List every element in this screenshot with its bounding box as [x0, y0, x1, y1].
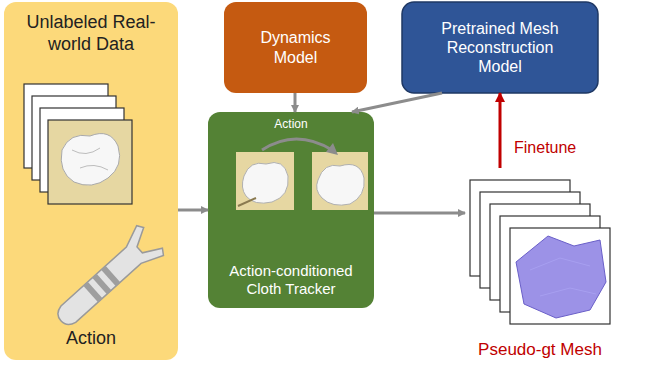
node-title: Pretrained Mesh Reconstruction Model	[430, 19, 570, 77]
box-shape	[4, 2, 178, 360]
box-shape	[402, 2, 598, 93]
edge-label: Finetune	[512, 138, 578, 157]
flow-arrow	[374, 212, 465, 215]
input-panel: Unlabeled Real-world DataAction	[4, 2, 178, 360]
model-box: Pretrained Mesh Reconstruction Model	[402, 2, 598, 93]
flow-arrow	[499, 93, 502, 168]
flow-arrow	[352, 93, 442, 112]
node-text: Action	[66, 328, 116, 350]
flow-arrow	[178, 209, 208, 212]
box-shape	[208, 112, 374, 308]
node-title: Pseudo-gt Mesh	[478, 340, 602, 360]
mesh-stack	[470, 180, 610, 324]
gripper-icon	[48, 223, 167, 336]
node-title: Unlabeled Real-world Data	[16, 12, 166, 55]
model-box: Dynamics Model	[224, 2, 367, 93]
frame-stack	[24, 84, 132, 204]
box-shape	[224, 2, 367, 93]
tracker-images	[236, 139, 368, 210]
node-text: Action-conditioned Cloth Tracker	[216, 262, 366, 298]
output-stack: Pseudo-gt Mesh	[465, 168, 615, 362]
node-title: Dynamics Model	[246, 28, 346, 66]
tracker-box: ActionAction-conditioned Cloth Tracker	[208, 112, 374, 308]
flow-arrow	[294, 93, 297, 112]
node-title: Action	[274, 117, 307, 131]
